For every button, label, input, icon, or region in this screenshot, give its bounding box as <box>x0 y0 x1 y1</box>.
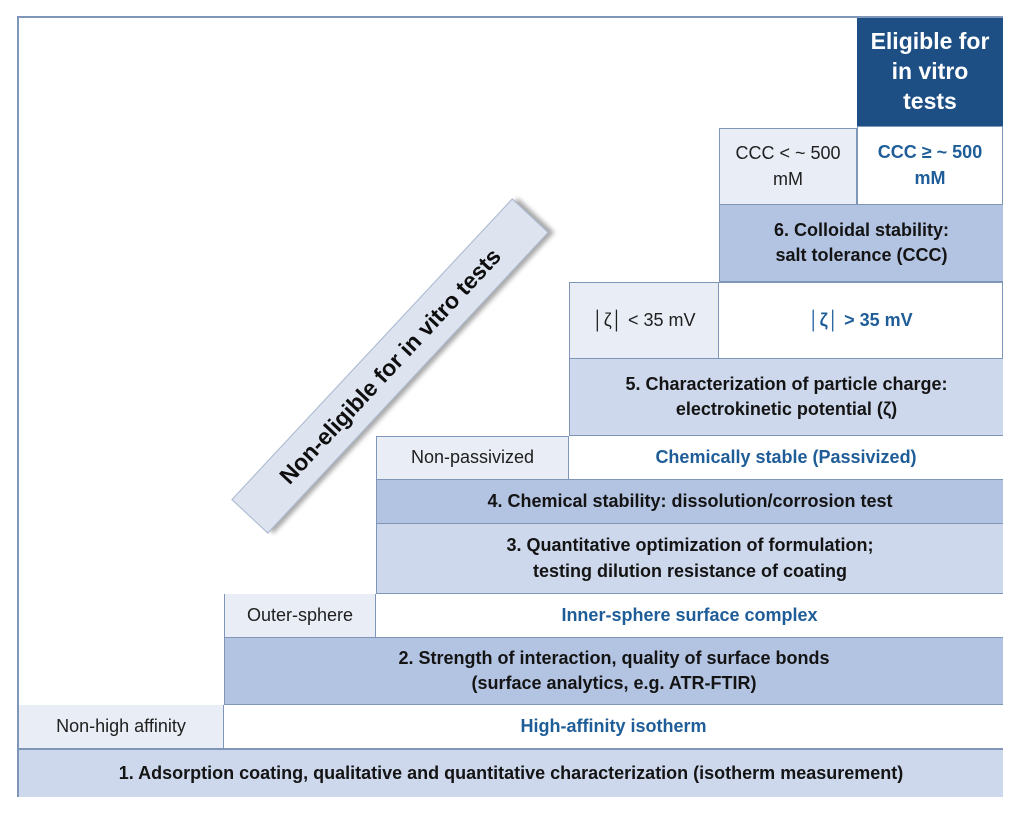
step-6-line2: salt tolerance (CCC) <box>775 245 948 265</box>
zeta-fail-text: │ζ│ < 35 mV <box>592 309 696 330</box>
ccc-fail-line2: mM <box>773 168 803 189</box>
surface-complex-fail-text: Outer-sphere <box>246 604 354 625</box>
surface-complex-pass-outcome: Inner-sphere surface complex <box>376 594 1003 638</box>
step-4-chemical-stability: 4. Chemical stability: dissolution/corro… <box>376 480 1003 524</box>
eligible-header-text: Eligible for in vitro tests <box>870 28 990 114</box>
passivation-pass-outcome: Chemically stable (Passivized) <box>569 436 1003 480</box>
zeta-pass-outcome: │ζ│ > 35 mV <box>719 282 1003 359</box>
step-1-text: 1. Adsorption coating, qualitative and q… <box>118 762 904 783</box>
high-affinity-fail-text: Non-high affinity <box>56 715 186 736</box>
step-5-line1: 5. Characterization of particle charge: <box>625 373 948 394</box>
step-5-line2: electrokinetic potential (ζ) <box>675 399 898 419</box>
step-6-line1: 6. Colloidal stability: <box>773 219 950 240</box>
zeta-pass-text: │ζ│ > 35 mV <box>808 309 913 330</box>
passivation-pass-text: Chemically stable (Passivized) <box>655 446 917 467</box>
passivation-fail-text: Non-passivized <box>410 447 535 468</box>
ccc-pass-line1: CCC ≥ ~ 500 <box>877 142 983 163</box>
surface-complex-fail-outcome: Outer-sphere <box>224 594 376 638</box>
ccc-pass-outcome: CCC ≥ ~ 500 mM <box>857 126 1003 205</box>
step-5-particle-charge: 5. Characterization of particle charge: … <box>569 359 1003 436</box>
high-affinity-fail-outcome: Non-high affinity <box>19 705 224 749</box>
step-2-line1: 2. Strength of interaction, quality of s… <box>398 647 830 668</box>
step-6-colloidal-stability: 6. Colloidal stability: salt tolerance (… <box>719 205 1003 282</box>
step-3-line1: 3. Quantitative optimization of formulat… <box>506 535 874 556</box>
step-4-text: 4. Chemical stability: dissolution/corro… <box>487 490 893 511</box>
step-3-formulation: 3. Quantitative optimization of formulat… <box>376 524 1003 594</box>
step-2-interaction-strength: 2. Strength of interaction, quality of s… <box>224 638 1003 705</box>
zeta-fail-outcome: │ζ│ < 35 mV <box>569 282 719 359</box>
ccc-pass-line2: mM <box>914 167 946 188</box>
step-2-line2: (surface analytics, e.g. ATR-FTIR) <box>471 673 757 693</box>
step-1-adsorption-coating: 1. Adsorption coating, qualitative and q… <box>19 749 1003 797</box>
high-affinity-pass-outcome: High-affinity isotherm <box>224 705 1003 749</box>
high-affinity-pass-text: High-affinity isotherm <box>520 715 707 736</box>
ccc-fail-outcome: CCC < ~ 500 mM <box>719 128 857 205</box>
eligible-header: Eligible for in vitro tests <box>857 18 1003 126</box>
passivation-fail-outcome: Non-passivized <box>376 436 569 480</box>
ccc-fail-line1: CCC < ~ 500 <box>735 143 841 164</box>
diagram-frame: Eligible for in vitro tests CCC < ~ 500 … <box>17 16 1003 797</box>
step-3-line2: testing dilution resistance of coating <box>532 560 848 581</box>
surface-complex-pass-text: Inner-sphere surface complex <box>561 604 818 625</box>
